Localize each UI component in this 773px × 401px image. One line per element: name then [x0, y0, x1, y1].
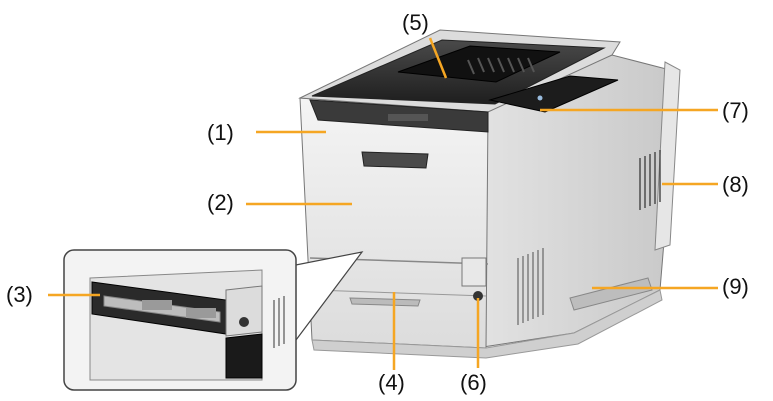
- leader-lines: [48, 37, 718, 370]
- leader-line-5: [428, 37, 448, 79]
- callout-label-7: (7): [722, 98, 749, 123]
- callout-label-5: (5): [402, 10, 429, 35]
- callout-label-2: (2): [207, 190, 234, 215]
- printer-body: [298, 29, 681, 359]
- callout-label-6: (6): [460, 370, 487, 395]
- callout-label-4: (4): [378, 370, 405, 395]
- callout-label-1: (1): [207, 120, 234, 145]
- callout-label-8: (8): [722, 172, 749, 197]
- callout-label-3: (3): [6, 282, 33, 307]
- callout-label-9: (9): [722, 274, 749, 299]
- manual-feed-inset: [63, 249, 364, 391]
